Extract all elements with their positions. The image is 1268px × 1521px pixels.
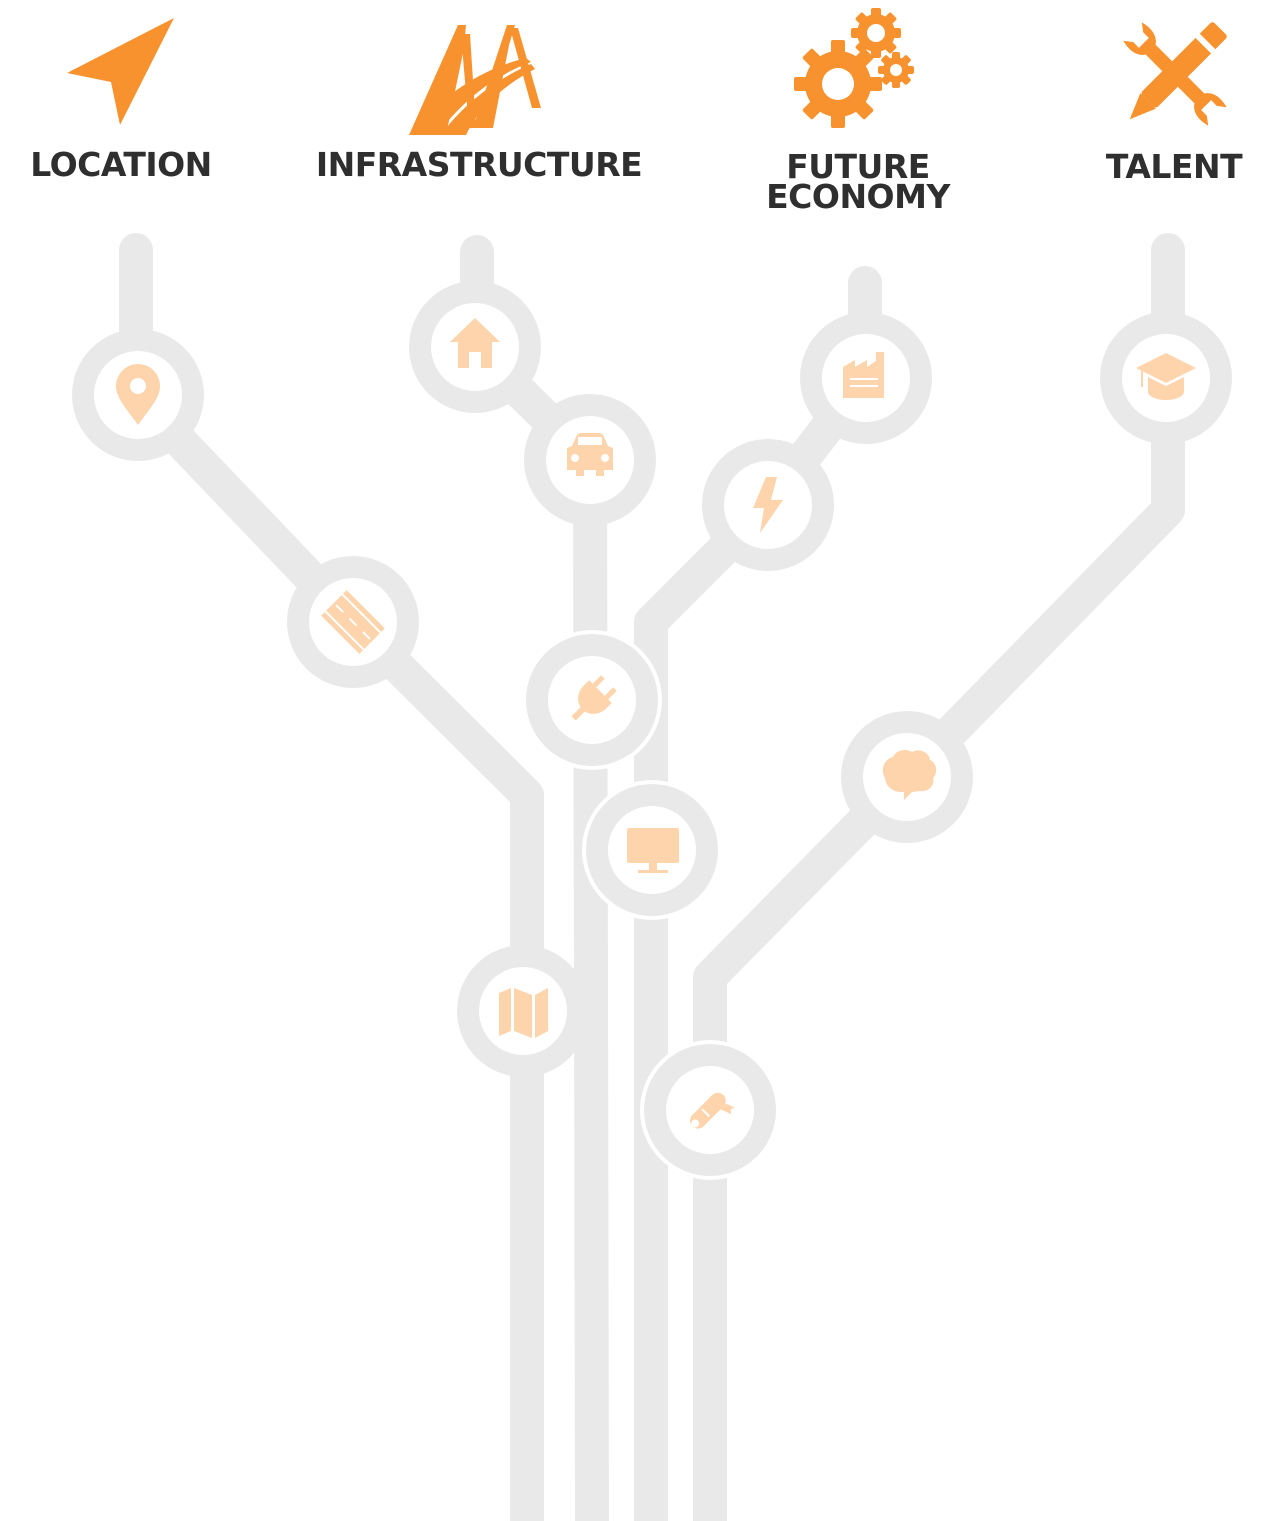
- track-location: [119, 233, 544, 1521]
- road-icon: [321, 590, 385, 654]
- diploma-icon: [689, 1092, 735, 1129]
- heading-talent: TALENT: [1105, 147, 1243, 186]
- house-icon: [450, 318, 500, 368]
- graduation-cap-icon: [1136, 353, 1196, 400]
- bridge-icon: [409, 25, 541, 135]
- navigation-arrow-icon: [67, 18, 174, 125]
- lightning-icon: [753, 477, 783, 533]
- node-future-economy-1: [800, 312, 932, 444]
- node-location-2: [287, 556, 419, 688]
- gears-icon: [794, 8, 914, 128]
- heading-location: LOCATION: [30, 145, 212, 184]
- heading-future-economy: FUTURE ECONOMY: [766, 147, 950, 216]
- node-future-economy-2: [702, 439, 834, 571]
- heading-infrastructure: INFRASTRUCTURE: [315, 145, 643, 184]
- node-infrastructure-3: [522, 630, 662, 770]
- node-infrastructure-1: [409, 281, 541, 413]
- brain-icon: [882, 749, 937, 800]
- plug-icon: [571, 675, 617, 721]
- node-location-1: [72, 329, 204, 461]
- monitor-icon: [627, 828, 679, 873]
- node-talent-1: [1100, 312, 1232, 444]
- tools-icon: [1123, 22, 1227, 126]
- car-icon: [567, 433, 613, 476]
- map-icon: [499, 988, 548, 1038]
- node-talent-3: [640, 1040, 780, 1180]
- node-infrastructure-2: [524, 394, 656, 526]
- node-talent-2: [841, 711, 973, 843]
- node-future-economy-3: [582, 780, 722, 920]
- factory-icon: [843, 352, 884, 398]
- map-pin-icon: [116, 364, 160, 425]
- track-ends: [510, 1480, 727, 1521]
- node-location-3: [457, 945, 589, 1077]
- nodes: [72, 281, 1232, 1180]
